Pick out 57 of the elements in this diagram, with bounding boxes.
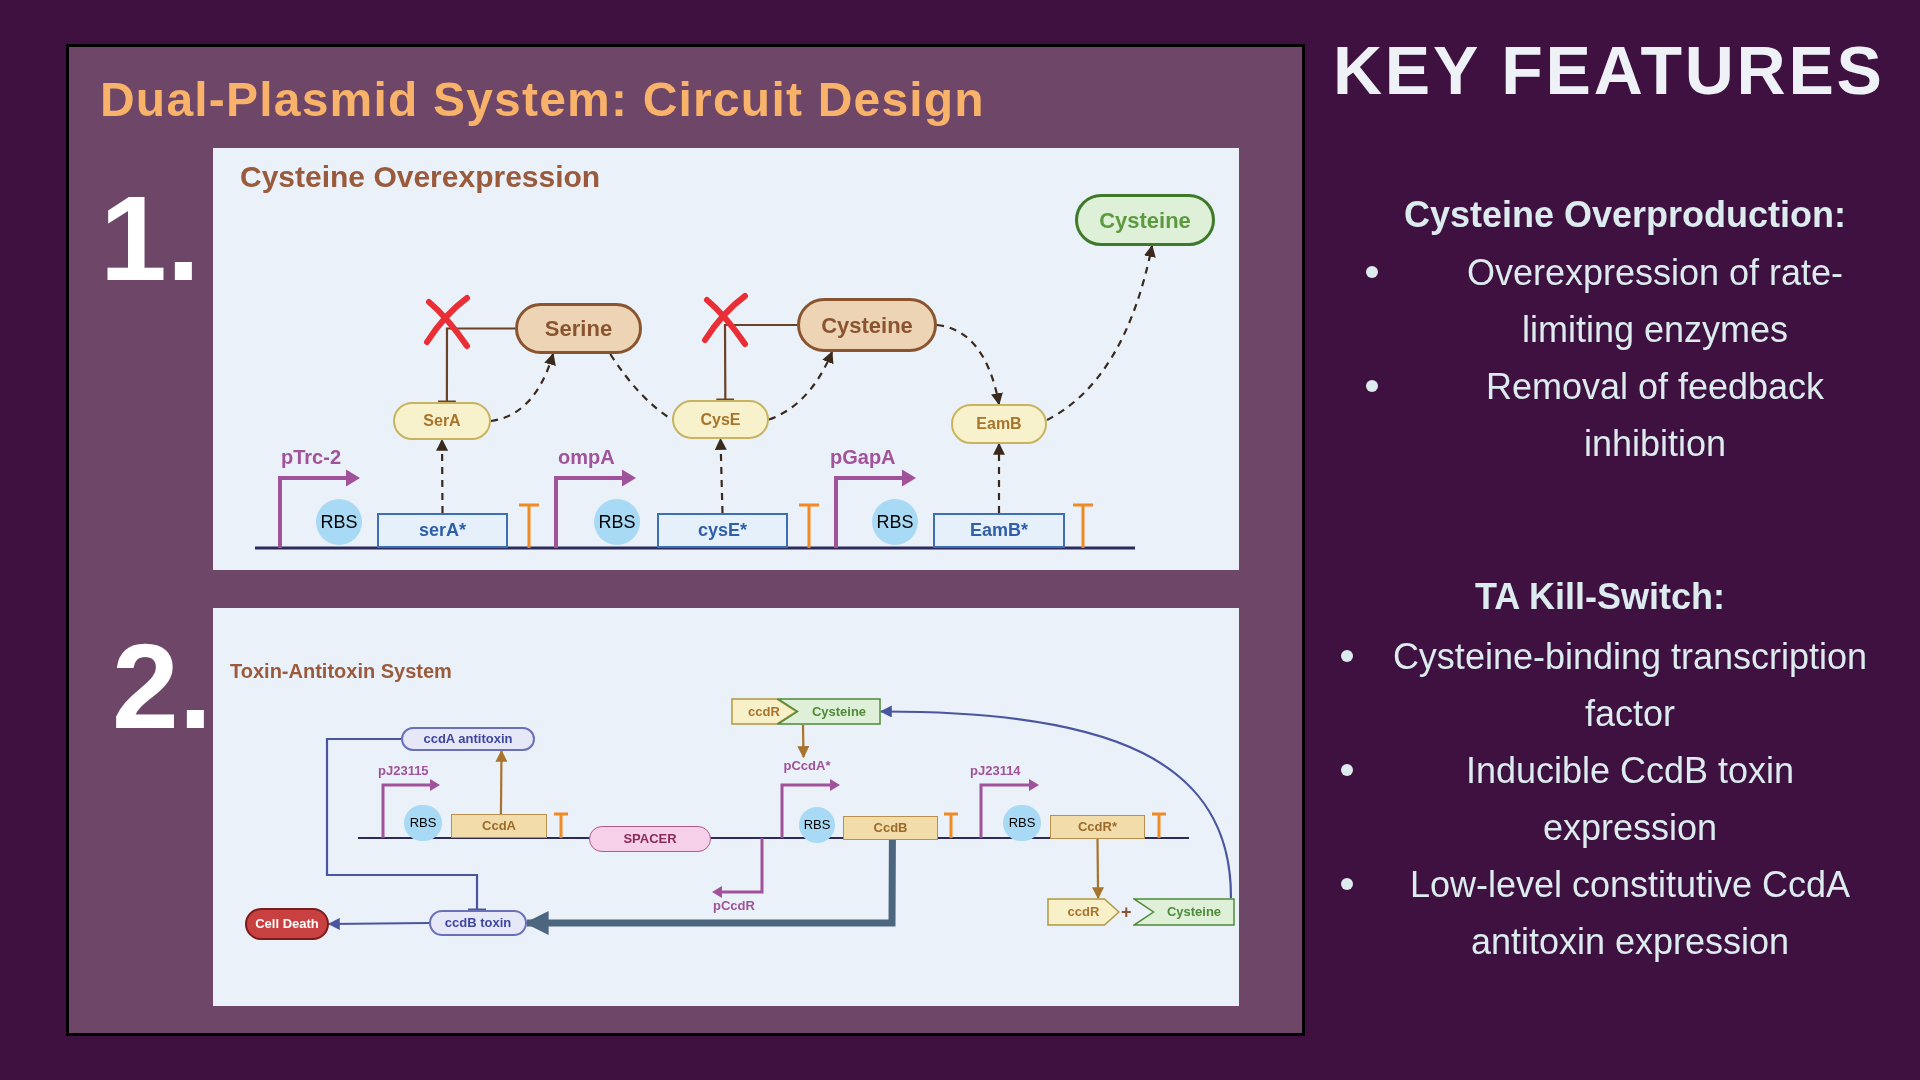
inhibition-line: [436, 327, 515, 404]
feature-text: Low-level constitutive CcdA antitoxin expression: [1408, 863, 1852, 964]
gene-box: EamB*: [933, 513, 1065, 548]
promoter-label: pCcdR: [713, 897, 755, 915]
arrow: [436, 438, 449, 513]
enzyme-pill: SerA: [393, 402, 491, 440]
gene-box: CcdR*: [1050, 815, 1145, 839]
arrow: [879, 705, 1232, 899]
gene-box: CcdB: [843, 816, 938, 840]
step-number: 1.: [100, 178, 201, 298]
diagram-panel: [213, 608, 1239, 1006]
cysteine-tag: Cysteine: [1133, 898, 1235, 926]
arrow: [524, 840, 896, 935]
promoter-label: pJ23115: [378, 762, 429, 780]
feature-text: Inducible CcdB toxin expression: [1464, 749, 1796, 850]
protein-pill: ccdB toxin: [429, 910, 527, 936]
feature-text: Overexpression of rate-limiting enzymes: [1465, 251, 1845, 352]
cell-death-pill: Cell Death: [245, 908, 329, 940]
arrow: [768, 350, 834, 421]
feature-heading: TA Kill-Switch:: [1474, 575, 1726, 619]
ccdr-tag: ccdR: [1047, 898, 1120, 926]
section-heading: KEY FEATURES: [1333, 36, 1885, 104]
arrow: [1046, 244, 1156, 421]
feature-text: Cysteine-binding transcription factor: [1391, 635, 1869, 736]
feature-heading: Cysteine Overproduction:: [1402, 193, 1848, 237]
promoter-label: pCcdA*: [772, 757, 842, 775]
arrow: [714, 437, 727, 514]
promoter-label: pGapA: [830, 445, 896, 470]
inhibition-line: [325, 737, 488, 912]
gene-box: CcdA: [451, 814, 547, 838]
feature-text: Removal of feedback inhibition: [1484, 365, 1826, 466]
protein-pill: ccdA antitoxin: [401, 727, 535, 751]
arrow: [797, 725, 810, 759]
metabolite-pill: Serine: [515, 303, 642, 354]
arrow: [936, 323, 1003, 406]
plus-sign: +: [1121, 901, 1132, 924]
gene-box: serA*: [377, 513, 508, 548]
title: Dual-Plasmid System: Circuit Design: [100, 72, 985, 128]
arrow: [1092, 839, 1104, 900]
enzyme-pill: EamB: [951, 404, 1047, 444]
metabolite-pill: Cysteine: [1075, 194, 1215, 246]
promoter-label: pTrc-2: [281, 445, 342, 470]
promoter-label: pJ23114: [970, 762, 1021, 780]
spacer-pill: SPACER: [589, 826, 711, 852]
enzyme-pill: CysE: [672, 400, 769, 439]
gene-box: cysE*: [657, 513, 788, 548]
arrow: [327, 917, 429, 930]
arrow: [490, 352, 556, 423]
diagram-panel: [213, 148, 1239, 570]
metabolite-pill: Cysteine: [797, 298, 937, 352]
panel-heading: Cysteine Overexpression: [240, 159, 601, 195]
panel-heading: Toxin-Antitoxin System: [230, 659, 452, 684]
arrow: [993, 442, 1005, 513]
promoter-label: ompA: [558, 445, 615, 470]
arrow: [495, 749, 508, 814]
step-number: 2.: [112, 626, 213, 746]
inhibition-line: [714, 323, 797, 402]
